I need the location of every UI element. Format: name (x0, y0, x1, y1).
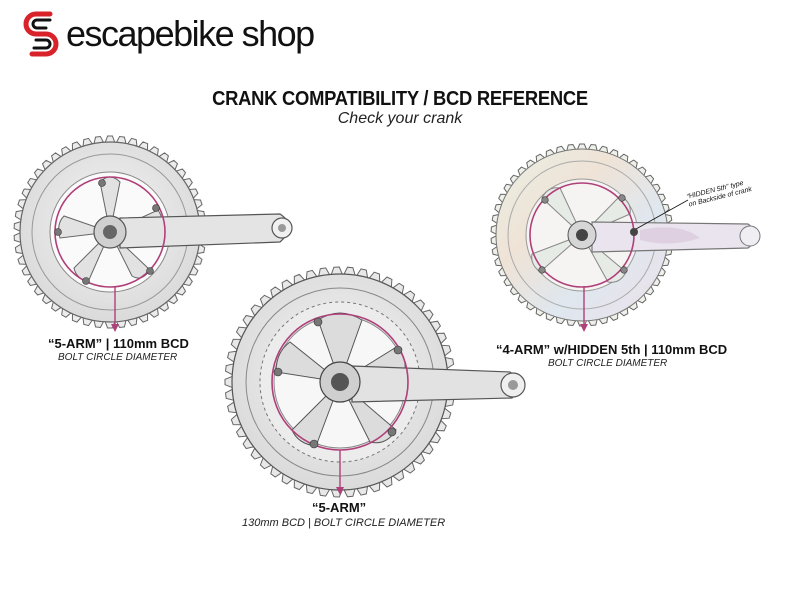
page-subtitle: Check your crank (337, 110, 463, 127)
crank-1-label: “5-ARM” | 110mm BCD (48, 336, 189, 351)
crank-3-sublabel: BOLT CIRCLE DIAMETER (548, 358, 668, 369)
crank-2-sublabel: 130mm BCD | BOLT CIRCLE DIAMETER (242, 517, 446, 529)
hidden-5th-bolt (630, 228, 638, 236)
crank-2-label: “5-ARM” (312, 500, 367, 515)
brand-name: escapebike shop (66, 13, 315, 54)
crank-1-sublabel: BOLT CIRCLE DIAMETER (58, 352, 178, 363)
crank-3-label: “4-ARM” w/HIDDEN 5th | 110mm BCD (496, 342, 728, 357)
crank-4arm-hidden5th (490, 143, 761, 332)
crank-5arm-130 (224, 266, 526, 498)
escapebike-logo-icon (23, 11, 59, 57)
brand-logo: escapebike shop (20, 6, 350, 62)
page-title: CRANK COMPATIBILITY / BCD REFERENCE (212, 88, 588, 110)
crank-5arm-110 (13, 135, 293, 332)
